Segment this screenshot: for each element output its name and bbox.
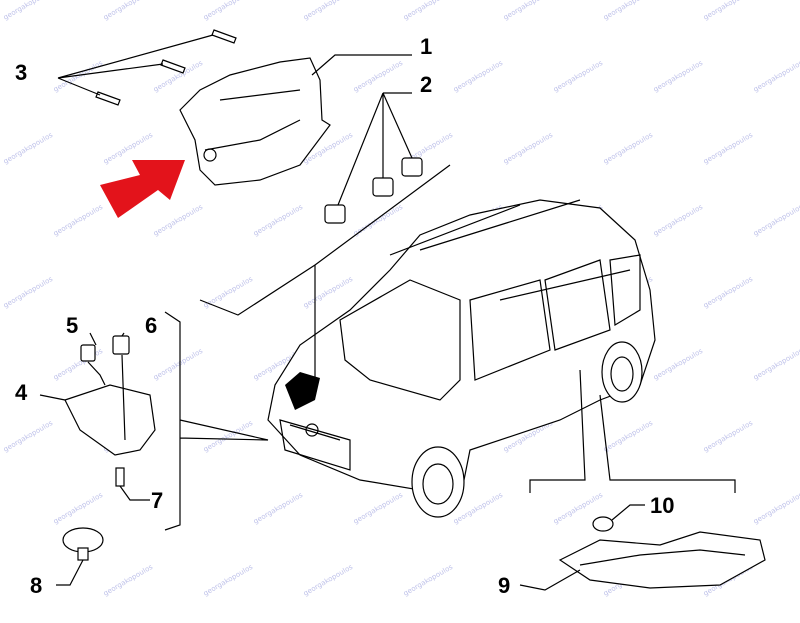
car-illustration [267, 199, 656, 518]
watermark-text: georgakopoulos [402, 0, 454, 22]
watermark-text: georgakopoulos [652, 203, 704, 238]
watermark-text: georgakopoulos [2, 275, 54, 310]
part-8-plug [56, 527, 104, 586]
watermark-text: georgakopoulos [752, 203, 800, 238]
red-direction-arrow [100, 160, 185, 218]
watermark-text: georgakopoulos [502, 0, 554, 22]
watermark-text: georgakopoulos [202, 563, 254, 598]
callout-6: 6 [145, 313, 157, 338]
watermark-text: georgakopoulos [202, 419, 254, 454]
watermark-text: georgakopoulos [752, 59, 800, 94]
callout-5: 5 [66, 313, 78, 338]
part-9-underbody-shield [519, 531, 766, 591]
part-6-clip [112, 335, 130, 355]
watermark-text: georgakopoulos [602, 0, 654, 22]
watermark-text: georgakopoulos [252, 203, 304, 238]
callout-8: 8 [30, 573, 42, 598]
callout-2: 2 [420, 72, 432, 97]
watermark-text: georgakopoulos [2, 419, 54, 454]
part-4-cover [39, 384, 156, 456]
watermark-text: georgakopoulos [502, 131, 554, 166]
watermark-text: georgakopoulos [252, 491, 304, 526]
watermark-text: georgakopoulos [602, 419, 654, 454]
callout-1: 1 [420, 34, 432, 59]
watermark-text: georgakopoulos [352, 59, 404, 94]
watermark-text: georgakopoulos [702, 275, 754, 310]
watermark-text: georgakopoulos [2, 131, 54, 166]
watermark-text: georgakopoulos [52, 347, 104, 382]
watermark-text: georgakopoulos [302, 0, 354, 22]
watermark-text: georgakopoulos [102, 563, 154, 598]
part-10-nut [592, 504, 645, 532]
watermark-text: georgakopoulos [152, 203, 204, 238]
part-5-clip [80, 344, 96, 362]
callout-7: 7 [151, 488, 163, 513]
watermark-text: georgakopoulos [52, 491, 104, 526]
watermark-text: georgakopoulos [752, 491, 800, 526]
callout-9: 9 [498, 573, 510, 598]
watermark-text: georgakopoulos [152, 347, 204, 382]
callout-4: 4 [15, 380, 28, 405]
watermark-text: georgakopoulos [552, 59, 604, 94]
watermark-text: georgakopoulos [652, 59, 704, 94]
watermark-text: georgakopoulos [302, 563, 354, 598]
watermark-text: georgakopoulos [2, 0, 54, 22]
part-3-screws [57, 29, 237, 106]
watermark-text: georgakopoulos [102, 0, 154, 22]
watermark-text: georgakopoulos [702, 131, 754, 166]
watermark-text: georgakopoulos [702, 419, 754, 454]
part-7-screw [115, 467, 150, 501]
watermark-text: georgakopoulos [752, 347, 800, 382]
watermark-text: georgakopoulos [602, 131, 654, 166]
watermark-text: georgakopoulos [202, 0, 254, 22]
watermark-text: georgakopoulos [302, 275, 354, 310]
watermark-text: georgakopoulos [52, 203, 104, 238]
watermark-text: georgakopoulos [702, 0, 754, 22]
watermark-text: georgakopoulos [452, 59, 504, 94]
watermark-text: georgakopoulos [402, 563, 454, 598]
callout-3: 3 [15, 60, 27, 85]
watermark-text: georgakopoulos [352, 491, 404, 526]
watermark-text: georgakopoulos [52, 59, 104, 94]
part-1-wheel-arch-liner [179, 57, 331, 186]
callout-10: 10 [650, 493, 674, 518]
part-2-clips [311, 54, 423, 224]
watermark-text: georgakopoulos [652, 347, 704, 382]
